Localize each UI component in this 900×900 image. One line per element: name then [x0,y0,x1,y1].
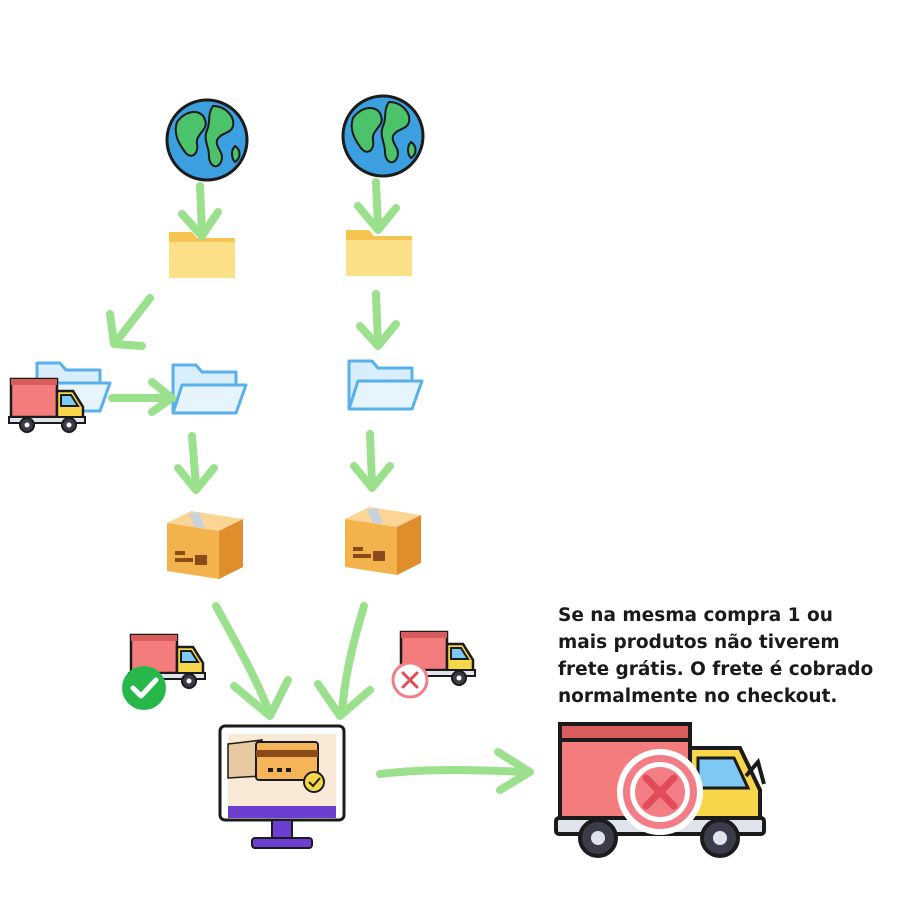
globe-icon [341,94,425,178]
arrow [212,602,292,720]
shipping-note: Se na mesma compra 1 ou mais produtos nã… [558,602,898,710]
note-line: mais produtos não tiverem [558,632,840,653]
package-box-icon [167,511,243,579]
arrow [106,294,154,350]
open-folder-icon [171,363,248,415]
arrow [354,178,400,234]
arrow [356,290,400,350]
arrow [178,182,222,240]
note-line: Se na mesma compra 1 ou [558,605,833,626]
open-folder-icon [347,359,424,411]
note-line: normalmente no checkout. [558,686,838,707]
folder-icon [346,230,412,276]
check-badge-icon [122,666,166,710]
arrow [108,378,176,416]
globe-icon [165,98,249,182]
checkout-monitor-icon [218,724,346,849]
arrow [314,602,374,720]
cross-badge-icon [391,661,429,699]
package-box-icon [345,507,421,575]
arrow [174,432,218,494]
cross-badge-icon [617,749,703,835]
note-line: frete grátis. O frete é cobrado [558,659,874,680]
arrow [350,430,394,492]
arrow [376,748,534,794]
flow-arrows [106,178,534,794]
